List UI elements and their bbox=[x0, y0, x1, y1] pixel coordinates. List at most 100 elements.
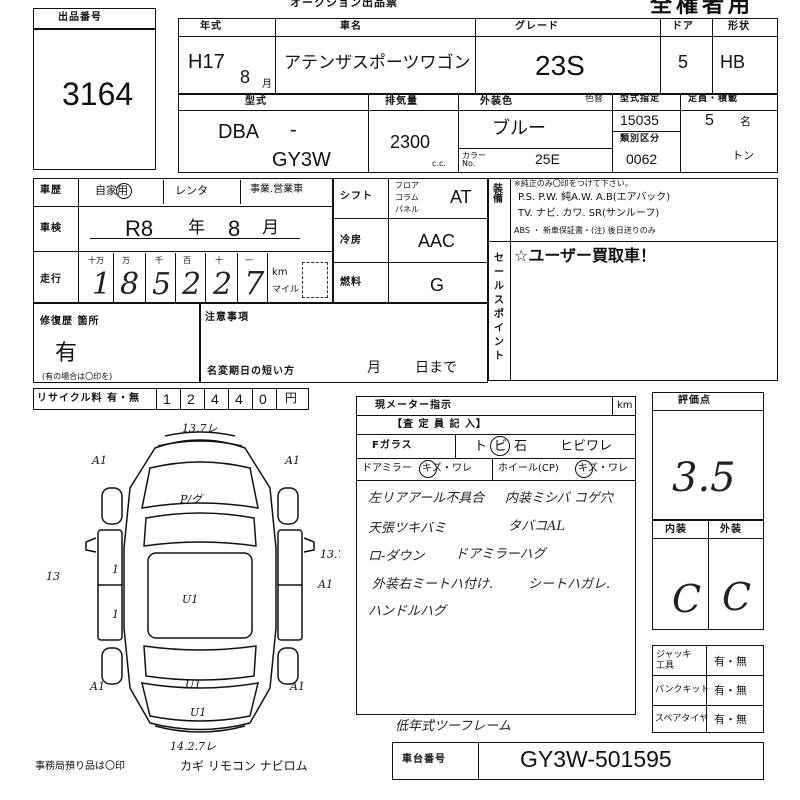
equipment-label: 装備 bbox=[493, 184, 504, 205]
recycle-digit-1: 2 bbox=[187, 391, 195, 407]
recycle-digit-3: 4 bbox=[235, 391, 243, 407]
tool-value-0: 有・無 bbox=[714, 655, 747, 668]
mileage-unit-mile: マイル bbox=[272, 285, 300, 295]
inspector-note-8: ハンドルハグ bbox=[368, 604, 447, 619]
shift-opt-floor: フロア bbox=[395, 181, 419, 190]
class-value: 0062 bbox=[626, 151, 658, 167]
color-label: 外装色 bbox=[480, 96, 513, 107]
sales-point-text: ☆ユーザー買取車！ bbox=[514, 246, 657, 265]
mark-right-side: 13.7レ bbox=[320, 548, 340, 561]
inspector-note-5: ドアミラーハグ bbox=[455, 547, 546, 562]
mark-front: 13.7レ bbox=[182, 422, 218, 435]
inspector-note-7: シートハガレ. bbox=[528, 577, 611, 592]
mirror-circled-mark bbox=[419, 460, 437, 478]
exterior-value: C bbox=[722, 575, 752, 619]
inspector-note-3: タバコAL bbox=[508, 519, 566, 534]
mark-left-door-2: 1 bbox=[112, 608, 119, 621]
glass-circled-mark bbox=[490, 436, 510, 456]
paint-label: 色替 bbox=[585, 94, 604, 104]
meter-label: 現メーター指示 bbox=[375, 400, 452, 411]
tool-label-0: ジャッキ 工具 bbox=[656, 650, 692, 671]
mileage-hdr-3: 百 bbox=[183, 256, 191, 265]
model-row bbox=[178, 93, 778, 173]
repair-value: 有 bbox=[55, 341, 78, 366]
car-damage-diagram: 13.7レ A1 A1 A1 A1 P/グ U1 U1 1 1 13.7レ A1… bbox=[46, 422, 340, 753]
mirror-label: ドアミラー bbox=[362, 463, 412, 474]
model-code: GY3W bbox=[272, 149, 331, 171]
sales-point-label: セールスポイント bbox=[494, 253, 505, 362]
repair-label: 修復歴 箇所 bbox=[40, 316, 100, 327]
inspector-title: 【査 定 員 記 入】 bbox=[392, 419, 487, 430]
glass-opt-ishi: 石 bbox=[514, 439, 528, 454]
recycle-digit-0: 1 bbox=[163, 391, 171, 407]
designation-value: 15035 bbox=[620, 112, 659, 128]
score-value: 3.5 bbox=[672, 455, 736, 501]
inspector-note-6: 外装右ミートハ付け. bbox=[372, 577, 494, 592]
doors-value: 5 bbox=[678, 52, 689, 72]
name-change-day: 日まで bbox=[415, 360, 457, 376]
fuel-label: 燃料 bbox=[340, 277, 362, 288]
mileage-digit-1: 8 bbox=[120, 267, 140, 302]
mirror-opts: キズ・ワレ bbox=[422, 463, 472, 474]
designation-label: 型式指定 bbox=[620, 94, 661, 104]
shape-value: HB bbox=[720, 52, 746, 72]
history-selected-mark bbox=[116, 183, 132, 199]
inspector-note-1: 内装ミシバ コゲ穴 bbox=[505, 491, 613, 506]
glass-opt-to: ト bbox=[474, 439, 488, 454]
mileage-hdr-2: 千 bbox=[155, 256, 163, 265]
header-row bbox=[178, 18, 778, 95]
mark-rear-mid: U1 bbox=[190, 706, 206, 719]
inspector-bottom-note: 低年式ツーフレーム bbox=[395, 719, 511, 734]
inspector-block bbox=[356, 415, 636, 715]
name-change-label: 名変期日の短い方 bbox=[207, 366, 295, 377]
mileage-digit-2: 5 bbox=[152, 267, 172, 302]
shift-opt-column: コラム bbox=[395, 193, 419, 202]
mile-checkbox[interactable] bbox=[302, 262, 328, 298]
tool-value-1: 有・無 bbox=[714, 684, 747, 697]
displacement-unit: c.c. bbox=[432, 159, 446, 168]
score-block bbox=[652, 392, 764, 520]
mark-fl: A1 bbox=[91, 454, 107, 467]
color-value: ブルー bbox=[492, 118, 546, 139]
mark-left-side: 13 bbox=[46, 570, 60, 583]
recycle-label: リサイクル料 有・無 bbox=[37, 393, 140, 404]
repair-note: (有の場合は〇印を) bbox=[42, 372, 113, 381]
mileage-digit-3: 2 bbox=[182, 267, 202, 302]
grade-label: グレード bbox=[515, 21, 559, 32]
year-label: 年式 bbox=[200, 21, 222, 32]
history-opt-3[interactable]: 事業.営業車 bbox=[250, 184, 304, 195]
inspection-label: 車検 bbox=[40, 223, 62, 234]
equipment-note: ※純正のみ〇印をつけて下さい。 bbox=[514, 179, 633, 188]
tool-label-1: パンクキット bbox=[655, 685, 710, 695]
tools-block bbox=[652, 645, 764, 733]
mileage-unit-km: km bbox=[272, 267, 288, 278]
color-no-value: 25E bbox=[535, 151, 560, 167]
capacity-label: 定員・積載 bbox=[688, 94, 739, 104]
office-label: 事務局預り品は〇印 bbox=[35, 761, 125, 772]
mileage-hdr-5: 一 bbox=[245, 256, 253, 265]
mileage-hdr-4: 十 bbox=[215, 256, 223, 265]
capacity-unit: 名 bbox=[740, 115, 751, 128]
fuel-value: G bbox=[430, 275, 445, 295]
class-label: 類別区分 bbox=[620, 134, 661, 144]
meter-unit: km bbox=[617, 400, 633, 411]
wheel-opts: キズ・ワレ bbox=[578, 463, 628, 474]
equipment-line1: P.S. P.W. 純A.W. A.B(エアバック) bbox=[518, 192, 671, 203]
mark-roof-2: U1 bbox=[185, 678, 201, 691]
model-prefix: DBA bbox=[218, 121, 260, 143]
mark-fr: A1 bbox=[284, 454, 300, 467]
mark-left-door: 1 bbox=[112, 563, 119, 576]
recycle-unit: 円 bbox=[285, 391, 298, 405]
wheel-circled-mark bbox=[575, 460, 593, 478]
mileage-digit-0: 1 bbox=[92, 267, 112, 302]
lot-number: 3164 bbox=[62, 76, 134, 112]
model-label: 型式 bbox=[245, 96, 267, 107]
office-items: カギ リモコン ナビロム bbox=[180, 759, 308, 773]
history-opt-1[interactable]: 自家用 bbox=[95, 184, 128, 197]
recycle-digit-4: 0 bbox=[259, 391, 267, 407]
history-opt-2[interactable]: レンタ bbox=[175, 184, 208, 197]
mark-rear: 14.2.7レ bbox=[170, 740, 216, 753]
repair-block bbox=[33, 303, 200, 383]
mileage-digit-4: 2 bbox=[213, 267, 233, 302]
shape-label: 形状 bbox=[728, 21, 750, 32]
